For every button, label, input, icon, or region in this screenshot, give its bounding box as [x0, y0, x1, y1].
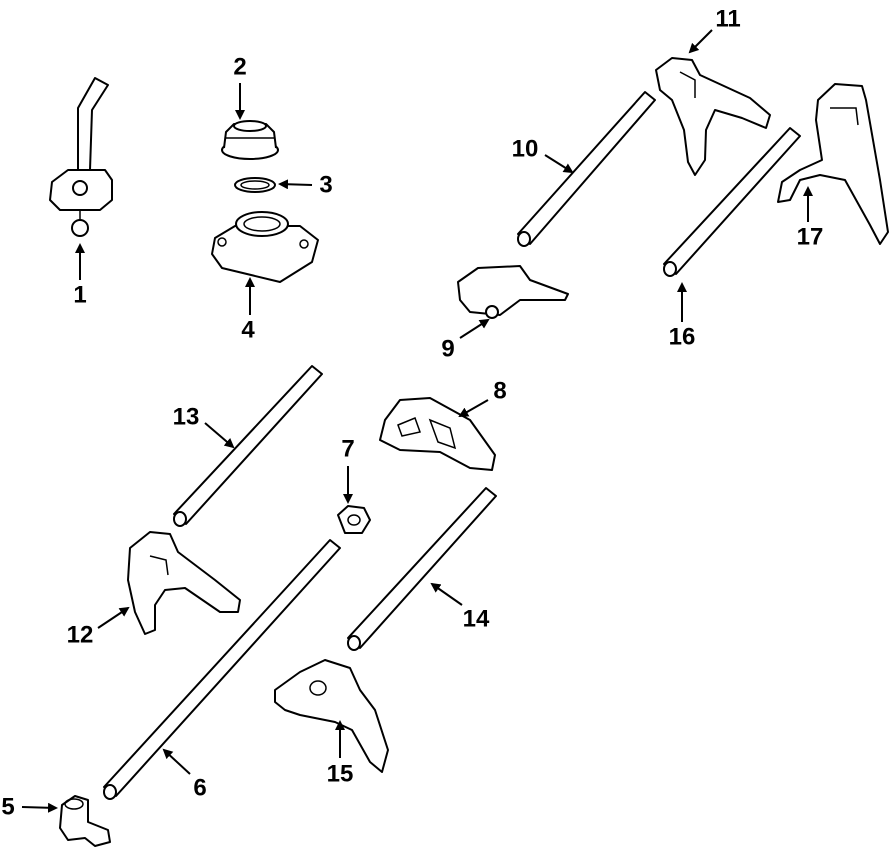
- arrow-9: [459, 318, 490, 339]
- part-1-shift-lever: [49, 77, 113, 237]
- part-17-shift-fork: [777, 83, 889, 245]
- callout-12: 12: [67, 621, 94, 648]
- part-7-nut: [337, 505, 371, 534]
- callout-9: 9: [441, 335, 454, 362]
- arrow-11: [688, 29, 713, 54]
- callout-labels: 1 2 3 4 5 6 7 8 9 10 11 12 13 14 15 16 1…: [1, 5, 823, 820]
- callout-14: 14: [463, 605, 490, 632]
- callout-13: 13: [173, 403, 200, 430]
- arrow-14: [430, 582, 463, 606]
- callout-arrows: [21, 29, 813, 813]
- arrow-5: [21, 802, 58, 813]
- arrow-8: [458, 399, 489, 417]
- part-14-shift-rail: [347, 487, 497, 651]
- part-13-shift-rail: [173, 365, 323, 527]
- part-8-plate: [379, 397, 496, 471]
- arrow-12: [97, 606, 130, 629]
- arrow-3: [278, 179, 313, 190]
- callout-10: 10: [512, 135, 539, 162]
- callout-2: 2: [233, 53, 246, 80]
- arrow-6: [162, 748, 191, 775]
- callout-16: 16: [669, 323, 696, 350]
- part-4-housing: [211, 211, 319, 283]
- callout-6: 6: [193, 774, 206, 801]
- part-10-shift-rail: [517, 91, 656, 247]
- callout-3: 3: [319, 171, 332, 198]
- part-16-shift-rail: [663, 127, 801, 277]
- part-6-shift-rail: [103, 539, 341, 800]
- part-9-bracket: [457, 265, 569, 319]
- part-3-seal-ring: [234, 177, 276, 193]
- callout-4: 4: [241, 316, 255, 343]
- callout-11: 11: [715, 5, 740, 32]
- callout-17: 17: [797, 223, 824, 250]
- arrow-10: [544, 154, 574, 174]
- callout-8: 8: [493, 377, 506, 404]
- part-11-shift-fork: [655, 57, 771, 176]
- arrow-13: [204, 422, 235, 449]
- part-12-shift-fork: [127, 531, 241, 635]
- callout-5: 5: [1, 793, 14, 820]
- callout-1: 1: [73, 281, 86, 308]
- part-2-boot: [221, 120, 279, 160]
- callout-15: 15: [327, 760, 354, 787]
- part-5-detent: [59, 795, 111, 847]
- callout-7: 7: [341, 435, 354, 462]
- part-15-shift-fork: [274, 659, 389, 773]
